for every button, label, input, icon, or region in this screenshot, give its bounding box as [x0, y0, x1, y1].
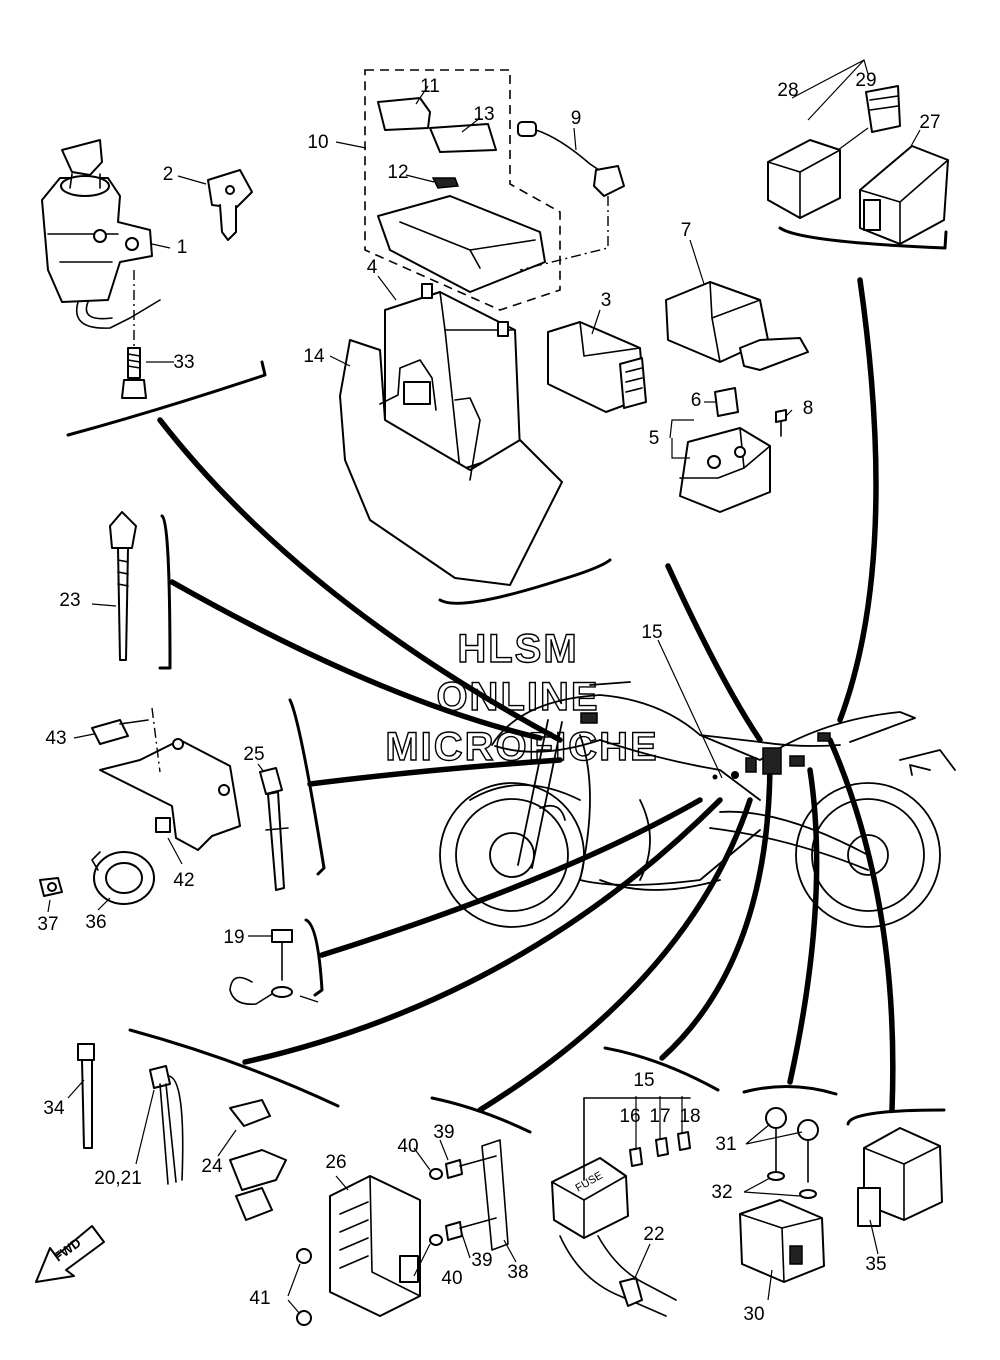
callout-13: 13	[473, 104, 494, 125]
bracket-clamp-group	[128, 1028, 340, 1108]
callout-27: 27	[919, 112, 940, 133]
callout-36: 36	[85, 912, 106, 933]
callout-1: 1	[177, 237, 188, 258]
leader-relay	[837, 277, 879, 723]
bracket-ecu-group	[846, 1108, 946, 1126]
callout-34: 34	[43, 1098, 65, 1119]
forward-direction-arrow: FWD	[35, 1225, 105, 1283]
callout-26: 26	[325, 1152, 346, 1173]
callout-17: 17	[649, 1106, 670, 1127]
relay-27-28-29-part	[767, 85, 949, 245]
callout-7: 7	[681, 220, 692, 241]
leader-ecu	[827, 737, 896, 1113]
key-part	[207, 169, 253, 241]
wire-lead-9-part	[517, 121, 625, 271]
callout-33: 33	[173, 352, 194, 373]
rectifier-26-part	[296, 1175, 421, 1326]
callout-43: 43	[45, 728, 66, 749]
ignition-switch-part	[41, 139, 161, 329]
starter-relay-part	[679, 387, 787, 513]
callout-11: 11	[420, 76, 440, 97]
callout-23: 23	[59, 590, 80, 611]
callout-32: 32	[711, 1182, 732, 1203]
bracket-relay-group	[778, 226, 948, 250]
callout-35: 35	[865, 1254, 886, 1275]
callout-31: 31	[715, 1134, 736, 1155]
leader-stater	[787, 767, 820, 1085]
connector-30-part	[739, 1107, 825, 1283]
callout-5: 5	[649, 428, 660, 449]
callout-19: 19	[223, 927, 244, 948]
leader-clamp	[242, 797, 723, 1065]
battery-cover-part	[339, 339, 563, 586]
leader-horn	[307, 757, 563, 787]
callout-38: 38	[507, 1262, 528, 1283]
callout-12: 12	[387, 162, 408, 183]
callout-2: 2	[163, 164, 174, 185]
bracket-screw-group	[304, 918, 324, 997]
callout-14: 14	[303, 346, 325, 367]
bracket-band-group	[158, 514, 172, 670]
callout-20-21: 20,21	[94, 1168, 142, 1189]
bolt-38-39-40-part	[429, 1139, 509, 1251]
horn-36-part	[39, 851, 155, 905]
callout-37: 37	[37, 914, 58, 935]
bracket-fuse-group	[603, 1046, 720, 1092]
callout-40-top: 40	[397, 1136, 418, 1157]
callout-25: 25	[243, 744, 264, 765]
callout-6: 6	[691, 390, 702, 411]
cable-tie-23-part	[109, 511, 137, 661]
callout-29: 29	[855, 70, 876, 91]
leader-fuse	[659, 757, 773, 1061]
bracket-horn-group	[288, 698, 326, 876]
band-20-21-part	[149, 1065, 184, 1185]
screw-19-part	[229, 929, 293, 1006]
callout-15-top: 15	[641, 622, 662, 643]
leader-ignition	[157, 417, 563, 743]
callout-10: 10	[307, 132, 328, 153]
bracket-ignition-group	[66, 360, 267, 437]
group-leader-lines	[157, 277, 896, 1113]
callout-4: 4	[367, 257, 378, 278]
callout-8: 8	[803, 398, 814, 419]
callout-41: 41	[249, 1288, 270, 1309]
callout-labels: 1 2 3 4 5 6 7 8 9 10 11 12 13 14 15 15 1…	[37, 70, 940, 1325]
relay-7-part	[665, 281, 809, 371]
leader-band	[169, 579, 543, 741]
bracket-42-part	[91, 707, 241, 851]
callout-3: 3	[601, 290, 612, 311]
callout-39-bottom: 39	[471, 1250, 492, 1271]
fuse-box-part: FUSE	[551, 1097, 691, 1317]
callout-16: 16	[619, 1106, 640, 1127]
callout-42: 42	[173, 870, 194, 891]
leader-screw	[319, 797, 703, 958]
callout-9: 9	[571, 108, 582, 129]
bolt-33-part	[121, 270, 147, 399]
callout-leaders	[47, 59, 921, 1315]
clip-25-part	[259, 767, 289, 891]
callout-30: 30	[743, 1304, 764, 1325]
battery-box-assembly	[364, 69, 561, 311]
callout-28: 28	[777, 80, 798, 101]
bracket-stater-group	[742, 1085, 838, 1096]
cable-tie-34-part	[77, 1043, 95, 1149]
callout-24: 24	[201, 1156, 223, 1177]
callout-15-bottom: 15	[633, 1070, 654, 1091]
callout-39-top: 39	[433, 1122, 454, 1143]
bracket-battery-group	[438, 558, 612, 605]
callout-40-bottom: 40	[441, 1268, 462, 1289]
relay-unit-3-part	[547, 321, 647, 413]
motorcycle-illustration	[439, 681, 956, 928]
leader-battery	[665, 563, 763, 743]
clamp-24-part	[229, 1099, 287, 1221]
callout-22: 22	[643, 1224, 664, 1245]
ecu-35-part	[857, 1127, 943, 1227]
callout-18: 18	[679, 1106, 700, 1127]
watermark-line-1: HLSM	[457, 627, 578, 671]
leader-rectifier	[477, 797, 753, 1113]
